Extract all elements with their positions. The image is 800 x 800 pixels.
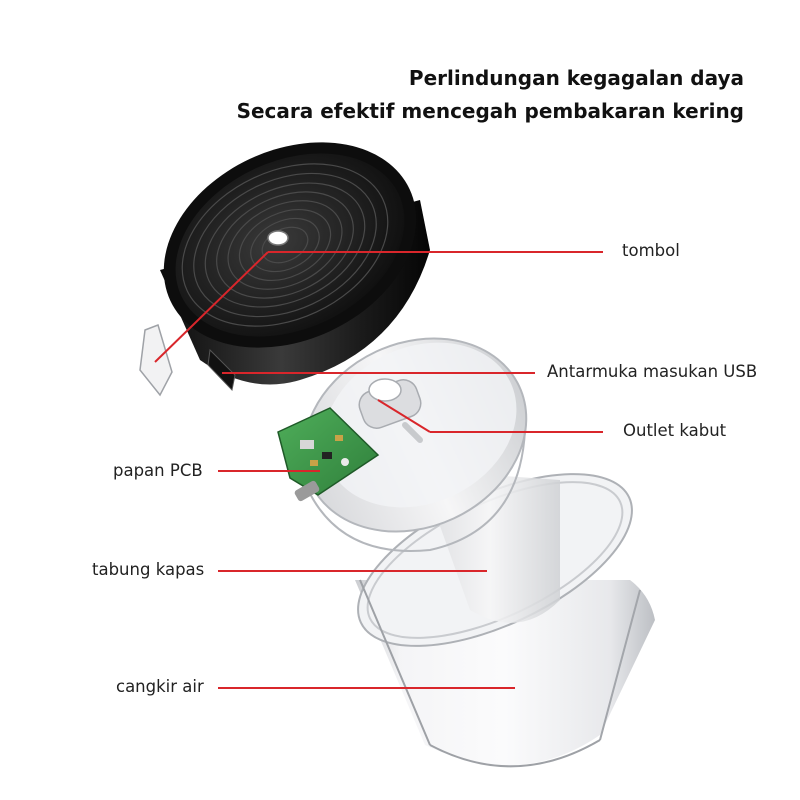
leader-lines [154,251,603,689]
callout-water-cup: cangkir air [116,677,204,696]
leader-line-mist [377,399,431,433]
headline-line-2: Secara efektif mencegah pembakaran kerin… [236,99,744,123]
button-hole [267,230,289,246]
callout-mist-outlet: Outlet kabut [623,421,727,440]
headline-line-1: Perlindungan kegagalan daya [408,66,744,90]
cap-ridges [181,163,389,327]
callout-pcb: papan PCB [113,461,203,480]
usb-port-slot [207,348,236,392]
headline: Perlindungan kegagalan daya Secara efekt… [237,62,744,128]
callout-cotton-tube: tabung kapas [92,560,205,579]
callout-button: tombol [622,241,680,260]
top-cap [160,142,430,392]
callout-usb: Antarmuka masukan USB [547,362,758,381]
leader-line-button [154,251,269,363]
